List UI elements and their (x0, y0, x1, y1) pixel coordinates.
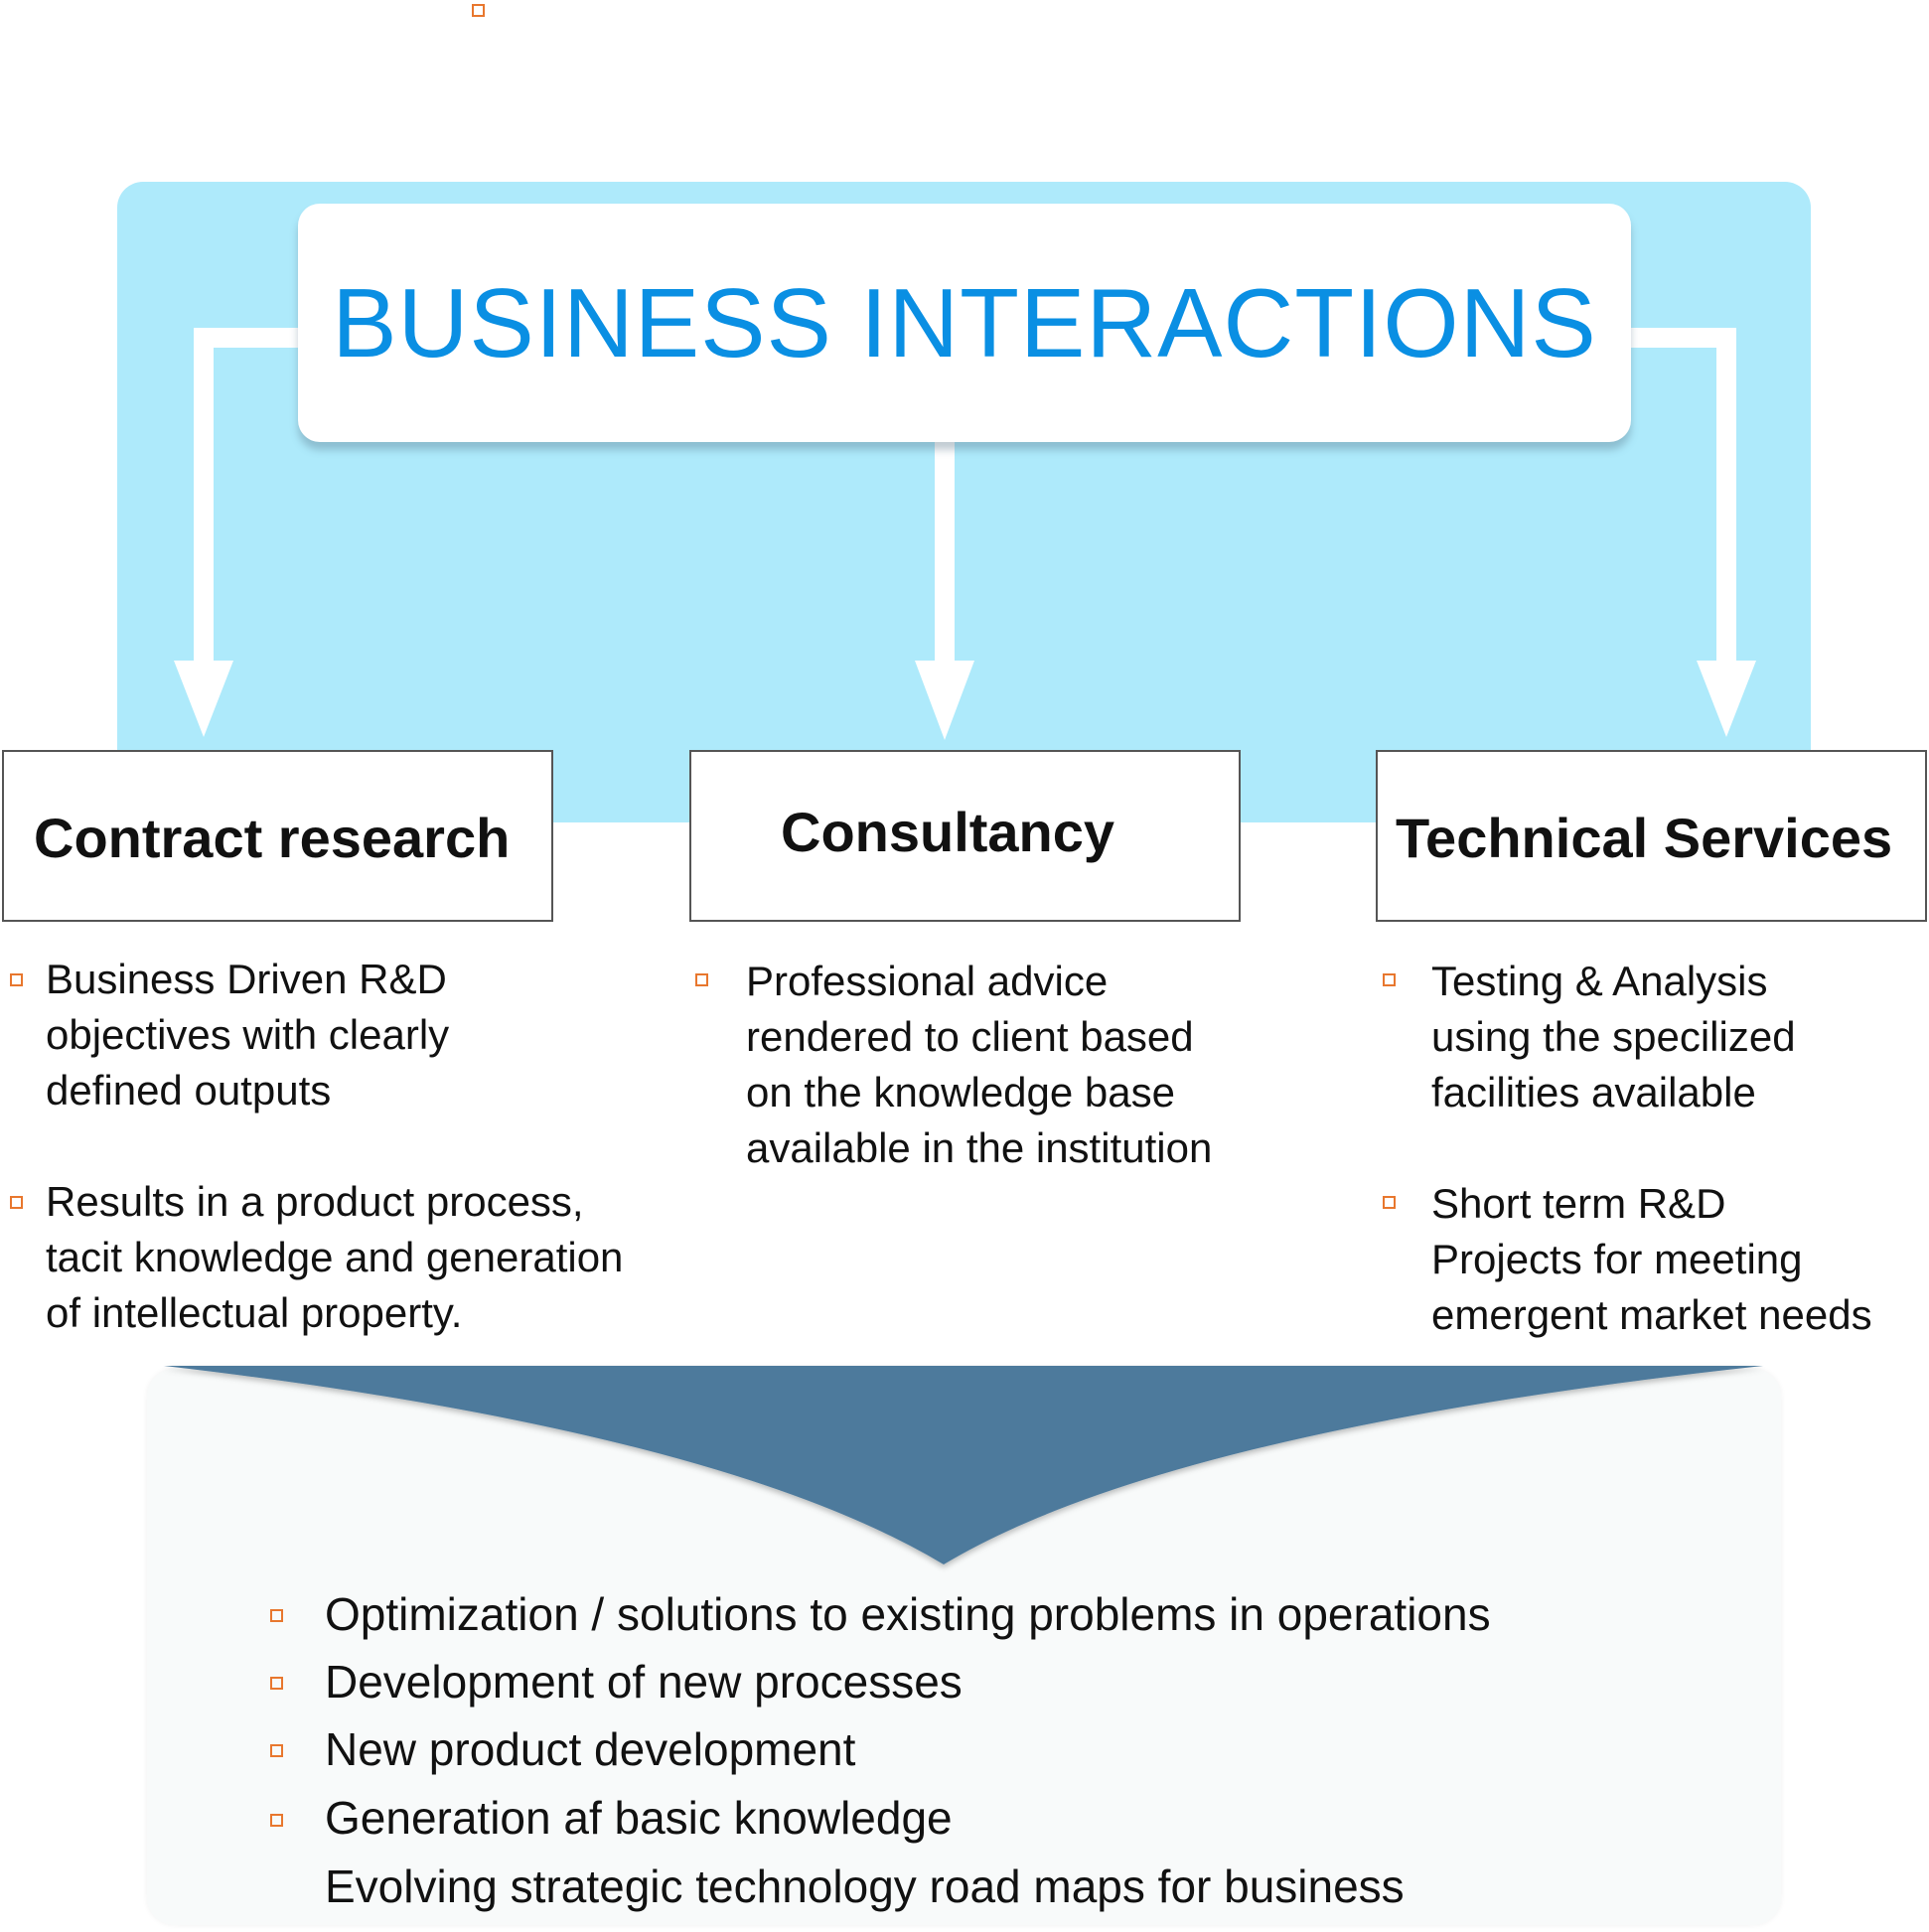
stray-bullet-marker (472, 4, 485, 17)
bullet-marker (1383, 1196, 1396, 1209)
left-arrow-horizontal (194, 328, 303, 348)
text-line: of intellectual property. (46, 1289, 463, 1336)
bullet-marker (10, 1196, 23, 1209)
funnel-shape (164, 1366, 1763, 1564)
outcome-item: Generation af basic knowledge (325, 1792, 953, 1844)
text-line: facilities available (1431, 1069, 1756, 1115)
technical-services-item-1: Testing & Analysis using the specilized … (1431, 954, 1796, 1120)
text-line: objectives with clearly (46, 1011, 450, 1058)
text-line: Projects for meeting (1431, 1236, 1803, 1282)
center-arrow-head (915, 661, 974, 740)
category-label-contract-research: Contract research (34, 807, 511, 869)
bullet-marker (695, 973, 708, 986)
bullet-marker (270, 1677, 283, 1690)
category-box-consultancy: Consultancy (689, 750, 1241, 922)
right-arrow-horizontal (1627, 328, 1736, 348)
text-line: Short term R&D (1431, 1180, 1726, 1227)
category-label-technical-services: Technical Services (1396, 807, 1893, 869)
title-box: BUSINESS INTERACTIONS (298, 204, 1631, 442)
center-arrow-shaft (935, 437, 955, 666)
bullet-marker (270, 1814, 283, 1827)
category-box-technical-services: Technical Services (1376, 750, 1927, 922)
contract-research-item-1: Business Driven R&D objectives with clea… (46, 952, 449, 1118)
bullet-marker (270, 1744, 283, 1757)
right-arrow-head (1697, 661, 1756, 737)
diagram-title: BUSINESS INTERACTIONS (332, 267, 1597, 377)
outcome-item: Optimization / solutions to existing pro… (325, 1588, 1491, 1640)
text-line: Testing & Analysis (1431, 958, 1768, 1004)
left-arrow-shaft (194, 328, 214, 666)
category-box-contract-research: Contract research (2, 750, 553, 922)
text-line: emergent market needs (1431, 1291, 1872, 1338)
left-arrow-head (174, 661, 233, 737)
bullet-marker (1383, 973, 1396, 986)
text-line: Business Driven R&D (46, 956, 447, 1002)
right-arrow-shaft (1716, 328, 1736, 666)
outcome-item: Development of new processes (325, 1656, 963, 1708)
text-line: on the knowledge base (746, 1069, 1175, 1115)
bullet-marker (10, 973, 23, 986)
outcome-item: New product development (325, 1723, 856, 1775)
category-label-consultancy: Consultancy (781, 801, 1115, 863)
text-line: using the specilized (1431, 1013, 1796, 1060)
text-line: available in the institution (746, 1124, 1213, 1171)
consultancy-item-1: Professional advice rendered to client b… (746, 954, 1212, 1176)
bullet-marker (270, 1609, 283, 1622)
contract-research-item-2: Results in a product process, tacit know… (46, 1174, 623, 1341)
outcome-item: Evolving strategic technology road maps … (325, 1860, 1405, 1912)
technical-services-item-2: Short term R&D Projects for meeting emer… (1431, 1176, 1872, 1343)
text-line: defined outputs (46, 1067, 332, 1114)
text-line: rendered to client based (746, 1013, 1194, 1060)
text-line: Results in a product process, (46, 1178, 584, 1225)
text-line: Professional advice (746, 958, 1109, 1004)
text-line: tacit knowledge and generation (46, 1234, 624, 1280)
